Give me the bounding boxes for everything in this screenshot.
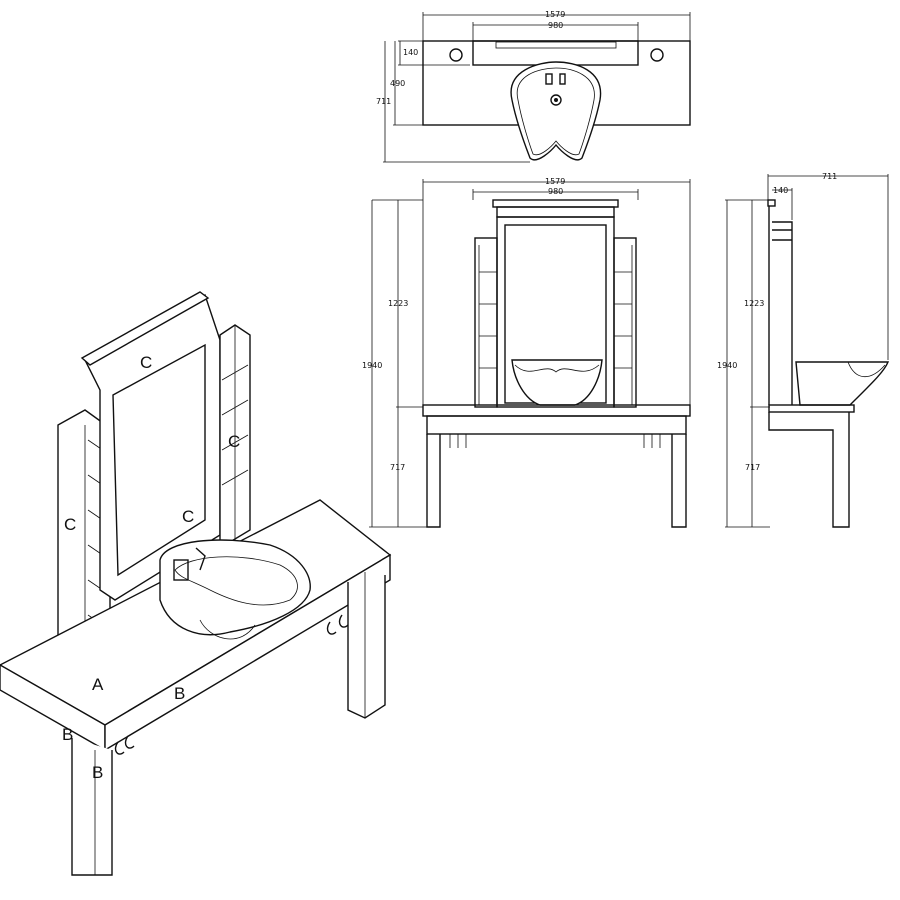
front-apron xyxy=(426,415,687,435)
dim-top-width-total: 1579 xyxy=(545,10,565,19)
dim-side-depth-shelf: 140 xyxy=(773,186,788,195)
hook-right-icon xyxy=(650,48,664,62)
isometric-view: C C C C A B B B xyxy=(0,291,392,876)
dim-top-depth-shelf: 140 xyxy=(403,48,418,57)
side-mirror-unit xyxy=(768,206,793,405)
side-leg xyxy=(768,412,850,528)
dim-side-height-table: 717 xyxy=(745,463,760,472)
dim-front-height-table: 717 xyxy=(390,463,405,472)
side-basin xyxy=(795,361,890,406)
label-mirror-bottom: C xyxy=(182,507,194,526)
dim-top-width-mirror: 980 xyxy=(548,21,563,30)
label-tower-left: C xyxy=(64,515,76,534)
iso-leg-front-right xyxy=(347,575,386,719)
front-tower-left xyxy=(474,237,498,408)
dim-side-height-total: 1940 xyxy=(717,361,737,370)
drain-icon xyxy=(550,94,562,106)
iso-basin xyxy=(159,539,311,636)
iso-leg-front-left xyxy=(71,738,113,876)
label-tabletop: A xyxy=(92,675,104,694)
front-tower-right xyxy=(613,237,637,408)
front-basin xyxy=(511,359,603,406)
hook-left-icon xyxy=(449,48,463,62)
side-tabletop xyxy=(768,404,855,413)
label-leg: B xyxy=(92,763,103,782)
front-view: 1579 980 1223 1940 717 xyxy=(362,177,691,528)
dim-side-height-upper: 1223 xyxy=(744,299,764,308)
dim-top-depth-table: 490 xyxy=(390,79,405,88)
dim-top-depth-total: 711 xyxy=(376,97,391,106)
iso-mirror xyxy=(112,343,206,577)
label-tower-right: C xyxy=(228,432,240,451)
dim-front-height-total: 1940 xyxy=(362,361,382,370)
label-apron-front: B xyxy=(174,684,185,703)
label-apron-side: B xyxy=(62,725,73,744)
top-basin xyxy=(510,61,602,161)
iso-faucet-icon xyxy=(173,559,189,581)
iso-apron-front xyxy=(104,553,391,752)
side-view: 711 140 1223 1940 717 xyxy=(717,172,890,528)
front-crown xyxy=(492,199,619,208)
top-view: 1579 980 140 490 711 xyxy=(376,10,691,163)
iso-crown xyxy=(80,291,210,366)
iso-hooks-icon xyxy=(114,614,349,755)
dim-front-height-upper: 1223 xyxy=(388,299,408,308)
dim-front-width-total: 1579 xyxy=(545,177,565,186)
dim-side-depth-total: 711 xyxy=(822,172,837,181)
label-crown: C xyxy=(140,353,152,372)
dim-front-width-mirror: 980 xyxy=(548,187,563,196)
